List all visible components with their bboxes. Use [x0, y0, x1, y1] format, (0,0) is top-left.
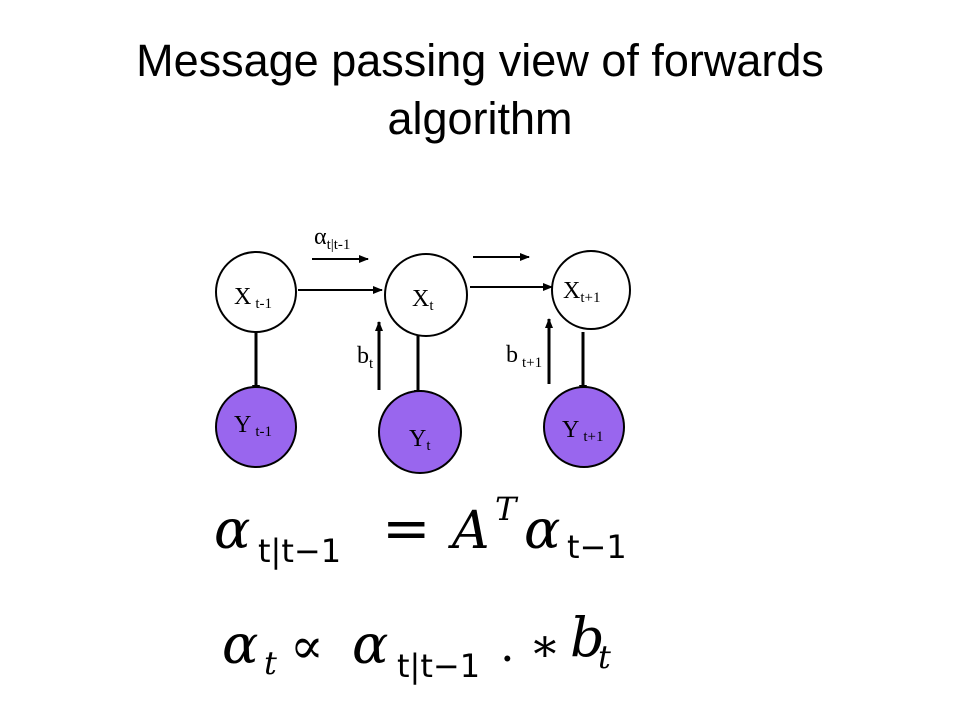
eq1-rhs-sub: t−1: [567, 528, 627, 566]
label-b-t-sub: t: [369, 356, 374, 372]
label-y-t-base: Y: [409, 426, 426, 452]
label-alpha-symbol: α: [314, 224, 327, 250]
label-y-tplus1-sub: t+1: [583, 429, 603, 445]
node-y-t: [378, 390, 462, 474]
label-x-tminus1-sub: t-1: [255, 296, 272, 312]
eq1-transpose: T: [495, 490, 519, 528]
label-alpha-sub: t|t-1: [327, 237, 351, 253]
eq2-lhs-sub: t: [264, 644, 277, 682]
label-x-t: Xt: [412, 286, 434, 314]
label-x-tminus1-base: X: [234, 284, 251, 310]
label-y-tplus1-base: Y: [562, 417, 579, 443]
node-x-tplus1: [551, 250, 631, 330]
label-alpha-message: αt|t-1: [314, 224, 350, 253]
slide-title-line-2: algorithm: [387, 93, 573, 144]
label-x-tplus1: Xt+1: [563, 278, 600, 306]
label-x-tplus1-sub: t+1: [580, 290, 600, 306]
node-x-tminus1: [215, 251, 297, 333]
eq1-matrix: A: [448, 501, 490, 561]
node-y-tplus1: [543, 386, 625, 468]
label-x-t-base: X: [412, 286, 429, 312]
label-b-tplus1-base: b: [506, 342, 518, 368]
equation-2: α t ∝ α t|t−1 . ∗ b t: [222, 606, 611, 685]
eq2-alpha: α: [222, 613, 258, 676]
label-y-tminus1-sub: t-1: [255, 424, 272, 440]
eq1-lhs-sub: t|t−1: [258, 532, 341, 570]
slide-title: Message passing view of forwards algorit…: [40, 32, 920, 148]
label-y-tminus1-base: Y: [234, 412, 251, 438]
equation-1: α t|t−1 = A T α t−1: [214, 490, 627, 570]
node-x-t: [384, 253, 468, 337]
eq2-propto: ∝: [290, 617, 324, 675]
eq2-mid-sub: t|t−1: [397, 647, 480, 685]
label-y-t: Yt: [409, 426, 431, 454]
label-y-t-sub: t: [426, 438, 431, 454]
label-b-t-base: b: [357, 343, 369, 369]
label-b-tplus1-sub: t+1: [522, 355, 542, 371]
eq2-op: . ∗: [500, 618, 561, 672]
node-y-tminus1: [215, 386, 297, 468]
label-b-t: bt: [357, 343, 374, 372]
eq2-b-sub: t: [598, 638, 611, 676]
label-x-t-sub: t: [429, 298, 434, 314]
eq1-alpha: α: [214, 498, 250, 561]
eq2-b: b: [570, 606, 605, 669]
eq1-alpha-rhs: α: [524, 498, 560, 561]
slide-title-line-1: Message passing view of forwards: [136, 35, 824, 86]
eq2-alpha-mid: α: [352, 613, 388, 676]
eq1-equals: =: [382, 494, 431, 562]
label-x-tplus1-base: X: [563, 278, 580, 304]
